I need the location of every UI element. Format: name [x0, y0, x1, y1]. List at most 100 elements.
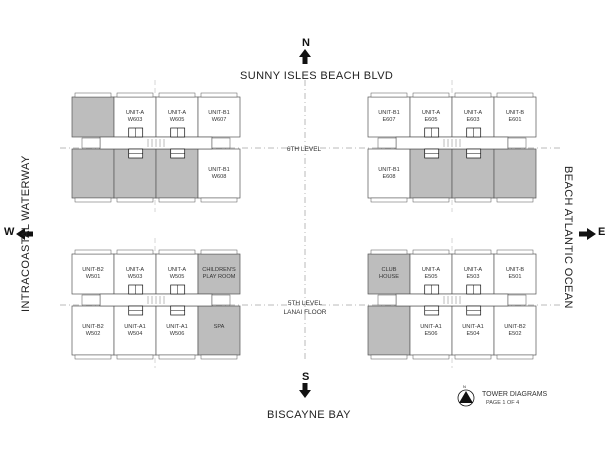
balcony	[200, 249, 238, 255]
unit-label-line2: W504	[127, 330, 143, 337]
east-water-label: BEACH ATLANTIC OCEAN	[562, 166, 574, 309]
unit-label-line2: E601	[508, 116, 522, 123]
balcony	[116, 92, 154, 98]
balcony	[412, 249, 450, 255]
unit-label-line1: UNIT-A1	[124, 324, 146, 330]
logo-letter: N	[463, 384, 466, 389]
level-6-label: 6TH LEVEL	[286, 146, 322, 153]
unit-label-line2: W608	[211, 173, 227, 180]
level-5-label-line2: LANAI FLOOR	[283, 309, 327, 316]
balcony	[412, 354, 450, 360]
unit-label-line1: UNIT-A	[125, 267, 145, 273]
balcony	[74, 354, 112, 360]
unit-label-line2: W603	[127, 116, 143, 123]
balcony	[454, 249, 492, 255]
unit-label-line2: W502	[85, 330, 101, 337]
unit-cell-top	[493, 96, 537, 138]
unit-label-line1: UNIT-B2	[82, 324, 104, 330]
south-arrow-icon	[299, 383, 311, 398]
level-5-label-line1: 5TH LEVEL	[287, 300, 323, 307]
unit-label-line1: CHILDREN'S	[202, 267, 236, 273]
unit-label-line2: E504	[466, 330, 480, 337]
unit-cell-bottom	[367, 148, 411, 199]
north-street-label: SUNNY ISLES BEACH BLVD	[240, 70, 394, 82]
unit-label-line2: E502	[508, 330, 522, 337]
unit-label-line1: UNIT-A1	[166, 324, 188, 330]
corridor-end	[377, 137, 397, 149]
south-label: S	[302, 371, 310, 383]
unit-cell-top	[71, 96, 115, 138]
balcony	[74, 92, 112, 98]
unit-label-line2: W605	[169, 116, 185, 123]
corridor-end	[81, 294, 101, 306]
unit-label-line2: W607	[211, 116, 227, 123]
balcony	[496, 249, 534, 255]
balcony	[454, 354, 492, 360]
unit-cell-bottom	[493, 305, 537, 356]
unit-cell-bottom	[197, 305, 241, 356]
unit-label-line1: UNIT-B	[505, 110, 525, 116]
unit-label-line1: UNIT-B2	[82, 267, 104, 273]
unit-label-line2: W505	[169, 273, 185, 280]
unit-cell-bottom	[493, 148, 537, 199]
north-label: N	[302, 37, 310, 49]
balcony	[454, 92, 492, 98]
balcony	[116, 197, 154, 203]
unit-label-line1: UNIT-B1	[378, 110, 400, 116]
balcony	[454, 197, 492, 203]
unit-label-line2: W501	[85, 273, 101, 280]
unit-label-line1: UNIT-A	[463, 267, 483, 273]
balcony	[370, 197, 408, 203]
balcony	[158, 249, 196, 255]
balcony	[158, 92, 196, 98]
unit-label-line1: UNIT-A	[421, 267, 441, 273]
east-arrow-icon	[579, 228, 596, 240]
balcony	[116, 249, 154, 255]
balcony	[200, 197, 238, 203]
logo-mountain-icon	[459, 391, 473, 403]
balcony	[370, 354, 408, 360]
balcony	[496, 197, 534, 203]
west-water-label: INTRACOASTAL WATERWAY	[20, 155, 32, 312]
unit-label-line2: E607	[382, 116, 396, 123]
unit-label-line2: E501	[508, 273, 522, 280]
balcony	[412, 92, 450, 98]
unit-label-line2: E505	[424, 273, 438, 280]
unit-label-line1: CLUB	[381, 267, 397, 273]
east-label: E	[598, 226, 606, 238]
unit-label-line1: UNIT-A	[167, 267, 187, 273]
unit-label-line2: E506	[424, 330, 438, 337]
corridor-end	[507, 137, 527, 149]
corridor-end	[81, 137, 101, 149]
unit-label-line1: UNIT-B1	[208, 110, 230, 116]
balcony	[116, 354, 154, 360]
unit-label-line1: UNIT-A1	[462, 324, 484, 330]
unit-label-line1: UNIT-A	[463, 110, 483, 116]
balcony	[412, 197, 450, 203]
unit-label-line2: W506	[169, 330, 185, 337]
unit-label-line1: UNIT-B1	[208, 167, 230, 173]
west-label: W	[4, 226, 15, 238]
balcony	[74, 197, 112, 203]
unit-label-line2: PLAY ROOM	[202, 273, 236, 280]
unit-label-line2: E603	[466, 116, 480, 123]
